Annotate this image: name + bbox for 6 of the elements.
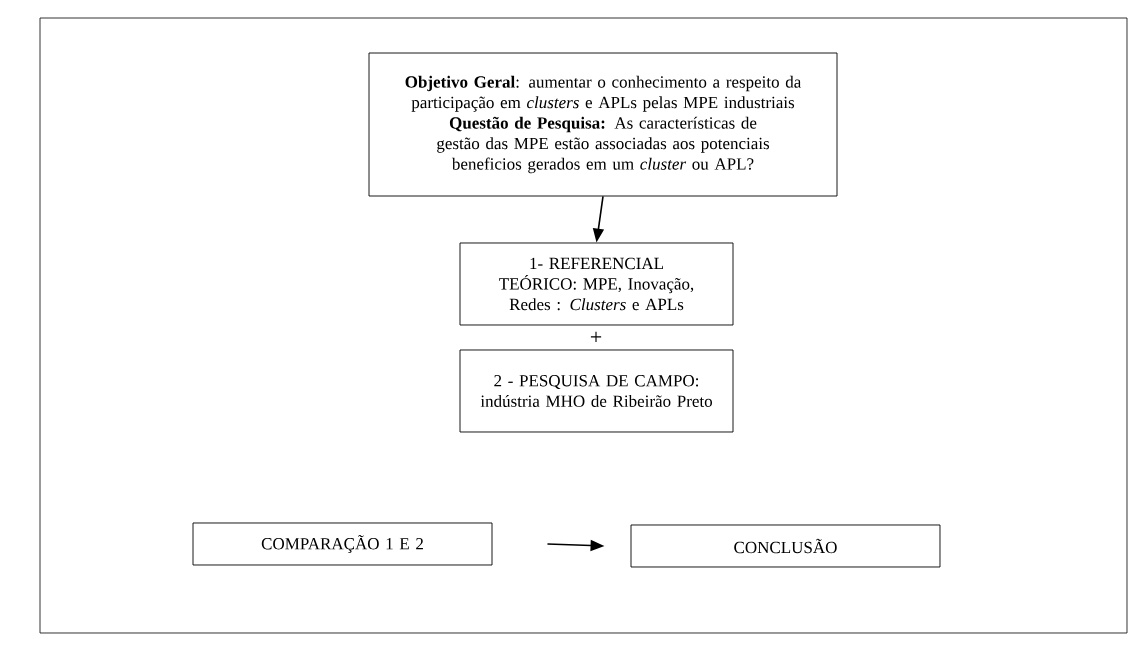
plus-sign: + (590, 331, 602, 343)
process-box: Objetivo Geral: aumentar o conhecimento a respeito da participação em clusters e APLs pelas MPE industriais Questão de Pesquisa: As características de gestão das MPE estão associadas aos potenciais beneficios gerados em um cluster ou APL? (368, 52, 838, 197)
process-box: 1- REFERENCIAL TEÓRICO: MPE, Inovação, Redes : Clusters e APLs (459, 242, 734, 326)
process-box: CONCLUSÃO (630, 524, 941, 568)
process-box: COMPARAÇÃO 1 E 2 (192, 522, 493, 566)
process-box: 2 - PESQUISA DE CAMPO: indústria MHO de Ribeirão Preto (459, 349, 734, 433)
